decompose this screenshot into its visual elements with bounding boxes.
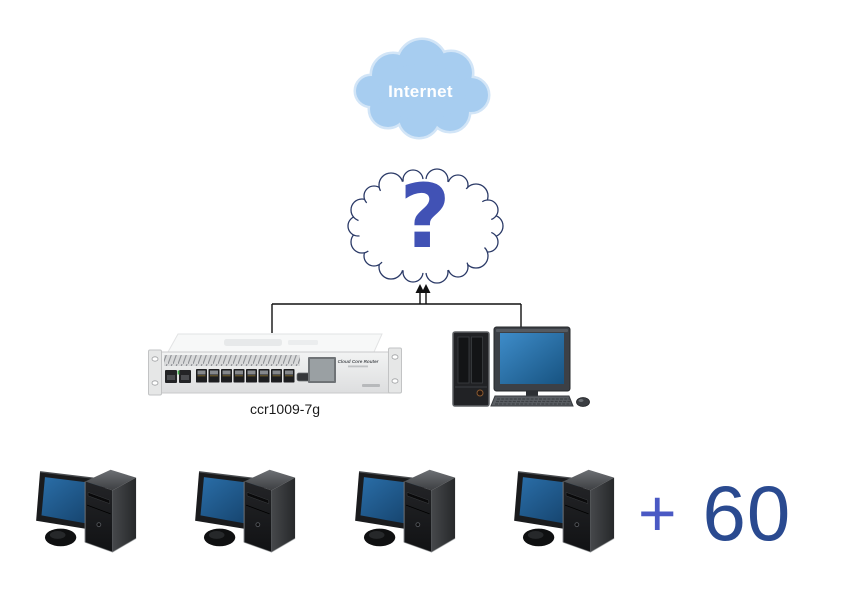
question-mark: ?: [399, 165, 451, 268]
workstation-icon-4: [510, 460, 630, 560]
additional-workstations: + 60: [638, 466, 833, 560]
router-label: ccr1009-7g: [249, 401, 321, 417]
mouse-icon: [576, 397, 590, 407]
sfp-ports: [165, 370, 191, 383]
thought-cloud-icon: [347, 168, 504, 284]
workstation-icon-1: [32, 460, 152, 560]
additional-count: 60: [702, 469, 792, 557]
internet-label: Internet: [388, 82, 453, 101]
router-icon: Cloud Core Router: [148, 333, 402, 396]
router-node: Cloud Core Router: [148, 331, 402, 403]
ethernet-ports: [196, 369, 295, 383]
plus-sign: +: [638, 476, 677, 550]
admin-computer-icon: [452, 326, 590, 407]
router-brand-text: Cloud Core Router: [338, 359, 379, 364]
admin-computer-node: [449, 324, 595, 408]
workstation-icon-2: [191, 460, 311, 560]
monitor-icon: [493, 326, 571, 403]
internet-cloud-node: Internet: [350, 35, 495, 143]
tower-icon: [452, 331, 490, 407]
question-cloud-node: ?: [343, 165, 507, 292]
keyboard-icon: [490, 395, 574, 407]
workstation-icon-3: [351, 460, 471, 560]
internet-cloud-icon: [353, 37, 491, 140]
